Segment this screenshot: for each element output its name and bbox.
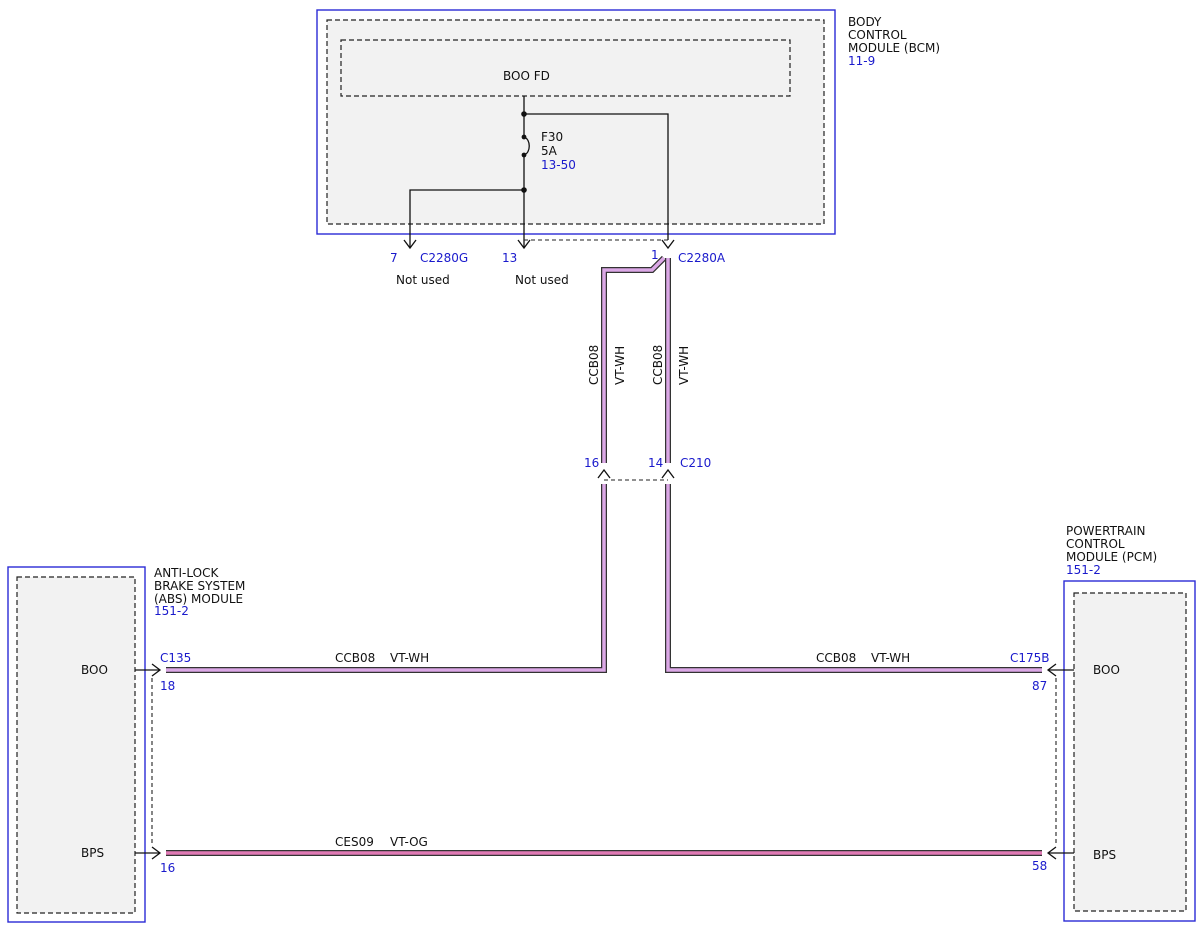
connector-arrow-icon xyxy=(517,239,531,250)
c2280-13-pin: 13 xyxy=(502,251,517,265)
c210-pin-left: 16 xyxy=(584,456,599,470)
abs-title-line-1: ANTI-LOCK xyxy=(154,566,219,580)
splice-node-icon xyxy=(521,111,527,117)
c135-name: C135 xyxy=(160,651,191,665)
right-vertical-circuit: CCB08 xyxy=(651,345,665,385)
bcm-connector-arrows xyxy=(403,239,675,250)
abs-boo-wire-circuit: CCB08 xyxy=(335,651,375,665)
connector-arrow-icon xyxy=(661,239,675,250)
c2280g-note: Not used xyxy=(396,273,450,287)
abs-reference: 151-2 xyxy=(154,604,189,618)
left-vertical-circuit: CCB08 xyxy=(587,345,601,385)
abs-title-line-2: BRAKE SYSTEM xyxy=(154,579,245,593)
bcm-internal-wire-to-c2280g xyxy=(409,189,524,248)
pcm-reference: 151-2 xyxy=(1066,563,1101,577)
c2280g-name: C2280G xyxy=(420,251,468,265)
abs-pin-boo: BOO xyxy=(81,663,108,677)
c2280g-pin: 7 xyxy=(390,251,398,265)
pcm-boo-wire-color: VT-WH xyxy=(871,651,910,665)
connector-arrow-icon xyxy=(1046,663,1057,677)
right-vertical-color: VT-WH xyxy=(677,346,691,385)
pcm-title-line-2: CONTROL xyxy=(1066,537,1125,551)
wire-ccb08-to-pcm xyxy=(665,484,1042,673)
pcm-inner-box xyxy=(1073,592,1187,912)
c210-name: C210 xyxy=(680,456,711,470)
splice-node-icon xyxy=(521,187,527,193)
c2280a-pin: 1 xyxy=(651,248,659,262)
fuse-reference: 13-50 xyxy=(541,158,576,172)
bcm-reference: 11-9 xyxy=(848,54,875,68)
bcm-title-line-3: MODULE (BCM) xyxy=(848,41,940,55)
pcm-title-line-1: POWERTRAIN xyxy=(1066,524,1146,538)
bcm-module: BOO FD F30 5A 13-50 BODY CONTROL MODULE … xyxy=(316,9,940,248)
c175b-pin-boo: 87 xyxy=(1032,679,1047,693)
c210-pin-right: 14 xyxy=(648,456,663,470)
connector-arrow-icon xyxy=(661,468,675,479)
c210-connector xyxy=(597,468,675,481)
c2280a-name: C2280A xyxy=(678,251,726,265)
fuse-rating: 5A xyxy=(541,144,558,158)
connector-arrow-icon xyxy=(1046,846,1057,860)
connector-arrow-icon xyxy=(403,239,417,250)
bps-wire-circuit: CES09 xyxy=(335,835,374,849)
fuse-name: F30 xyxy=(541,130,563,144)
pcm-boo-wire-circuit: CCB08 xyxy=(816,651,856,665)
fuse-terminal-icon xyxy=(521,134,527,140)
c175b-name: C175B xyxy=(1010,651,1050,665)
bcm-internal-wire-to-c2280a xyxy=(524,113,669,240)
bcm-title-line-2: CONTROL xyxy=(848,28,907,42)
c135-pin-bps: 16 xyxy=(160,861,175,875)
c175b-connector xyxy=(1046,663,1074,860)
bps-wire-color: VT-OG xyxy=(390,835,428,849)
abs-boo-wire-color: VT-WH xyxy=(390,651,429,665)
wire-ccb08-to-abs xyxy=(166,484,607,673)
pcm-title-line-3: MODULE (PCM) xyxy=(1066,550,1157,564)
c2280-13-note: Not used xyxy=(515,273,569,287)
left-vertical-color: VT-WH xyxy=(613,346,627,385)
pcm-module: BOO BPS POWERTRAIN CONTROL MODULE (PCM) … xyxy=(1063,524,1196,922)
c175b-pin-bps: 58 xyxy=(1032,859,1047,873)
bcm-title-line-1: BODY xyxy=(848,15,882,29)
abs-pin-bps: BPS xyxy=(81,846,104,860)
bcm-boo-fd-block xyxy=(340,39,791,97)
fuse-terminal-icon xyxy=(521,152,527,158)
connector-arrow-icon xyxy=(151,846,162,860)
abs-inner-box xyxy=(16,576,136,914)
c135-connector xyxy=(135,663,162,860)
abs-title-line-3: (ABS) MODULE xyxy=(154,592,243,606)
abs-module: BOO BPS ANTI-LOCK BRAKE SYSTEM (ABS) MOD… xyxy=(7,566,245,923)
bcm-boo-fd-label: BOO FD xyxy=(503,69,550,83)
connector-arrow-icon xyxy=(597,468,611,479)
pcm-pin-bps: BPS xyxy=(1093,848,1116,862)
connector-arrow-icon xyxy=(151,663,162,677)
c135-pin-boo: 18 xyxy=(160,679,175,693)
pcm-pin-boo: BOO xyxy=(1093,663,1120,677)
wire-ccb08-left-path xyxy=(601,255,667,463)
